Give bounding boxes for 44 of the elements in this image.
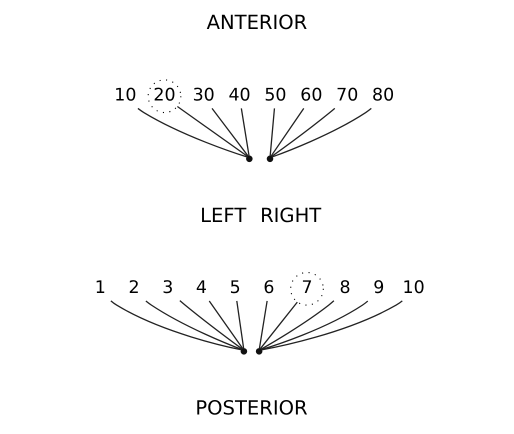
node-text: 60	[300, 85, 322, 106]
node-point	[240, 348, 247, 355]
connector	[269, 108, 275, 156]
connector	[208, 300, 243, 349]
node-text: 8	[339, 278, 350, 298]
connector	[144, 300, 242, 350]
node-text: 10	[402, 278, 424, 298]
label: POSTERIOR	[194, 396, 308, 420]
connector	[260, 300, 334, 350]
node-text: 10	[114, 85, 136, 106]
connector	[176, 106, 248, 158]
node-circle: 7	[290, 272, 324, 306]
connector	[258, 300, 268, 349]
node-text: 40	[228, 85, 250, 106]
label: LEFT	[200, 204, 246, 227]
label: ANTERIOR	[206, 11, 307, 34]
connector	[240, 108, 250, 156]
connector	[259, 302, 298, 349]
label: RIGHT	[260, 204, 321, 227]
node-point	[266, 156, 273, 162]
node-text: 30	[192, 85, 214, 106]
connector	[270, 108, 304, 156]
node-circle: 20	[147, 79, 181, 114]
node-text: 3	[162, 278, 173, 298]
connector	[178, 300, 242, 350]
connector	[271, 108, 335, 157]
connector	[260, 300, 402, 350]
node-text: 70	[336, 85, 358, 106]
connector	[110, 300, 241, 350]
node-text: 80	[372, 85, 394, 106]
node-point	[246, 156, 252, 162]
connector	[236, 300, 244, 349]
node-text: 4	[195, 278, 207, 298]
node-text: 5	[229, 278, 240, 298]
node-text: 9	[372, 278, 384, 298]
connector	[137, 108, 247, 158]
node-text: 2	[128, 278, 140, 298]
node-text: 50	[264, 85, 286, 106]
node-text: 6	[262, 278, 274, 298]
connector	[272, 108, 372, 158]
node-point	[255, 348, 262, 355]
node-text: 1	[94, 278, 106, 298]
connector	[211, 108, 248, 156]
connector	[260, 300, 368, 350]
